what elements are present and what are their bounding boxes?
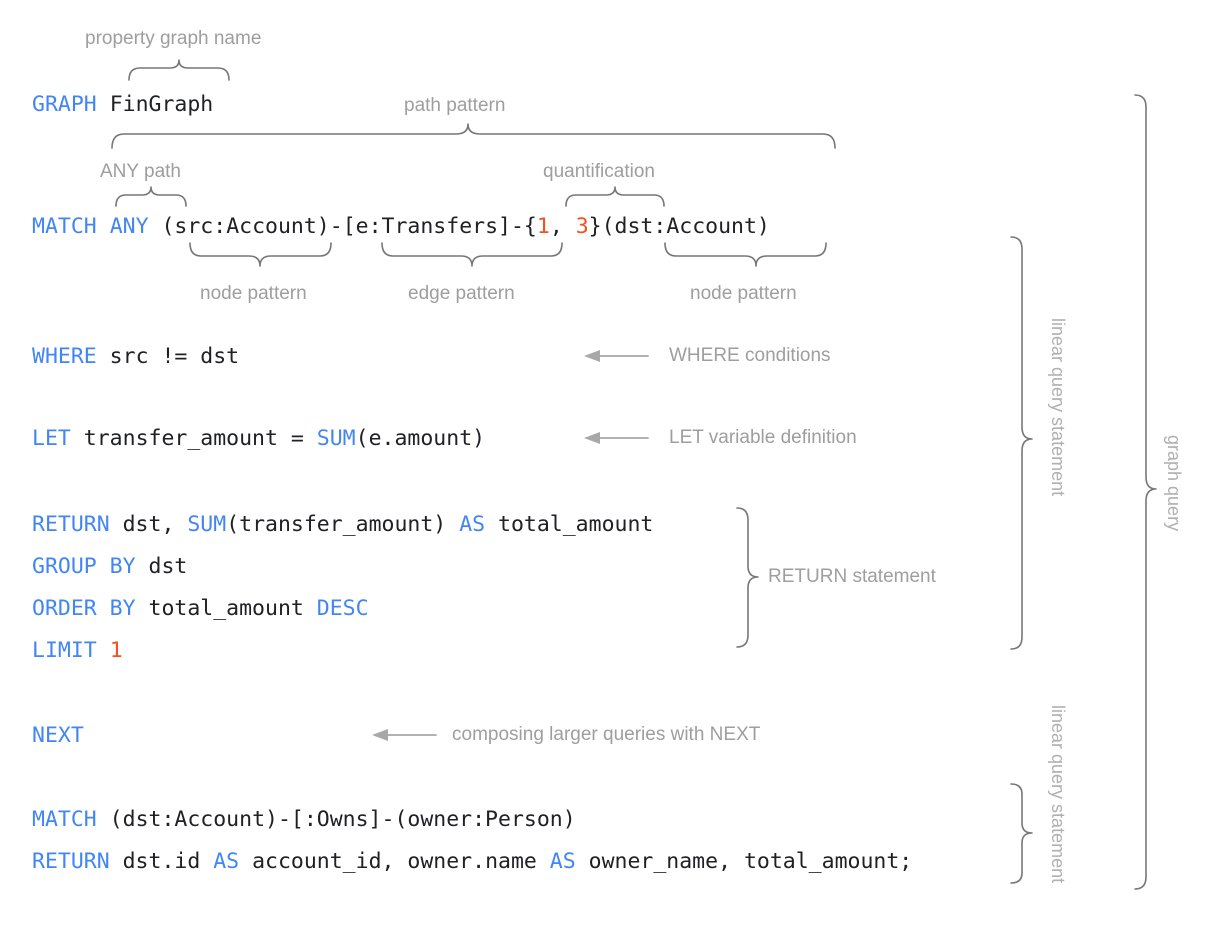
- code-line-where[interactable]: WHERE src != dst: [32, 343, 239, 371]
- code-text: dst: [135, 554, 188, 579]
- code-line-match-owns[interactable]: MATCH (dst:Account)-[:Owns]-(owner:Perso…: [32, 806, 576, 834]
- code-keyword: SUM: [187, 512, 227, 537]
- brace-property-graph-name: [128, 59, 230, 81]
- code-keyword: ANY: [109, 214, 149, 239]
- brace-linear-query-statement-1: [1010, 236, 1033, 650]
- code-number: 1: [109, 638, 123, 663]
- code-text: (dst:Account)-[:Owns]-(owner:Person): [96, 807, 576, 832]
- code-text: total_amount: [485, 512, 654, 537]
- brace-linear-query-statement-2: [1010, 783, 1033, 884]
- code-line-limit[interactable]: LIMIT 1: [32, 637, 123, 665]
- label-path-pattern: path pattern: [404, 95, 506, 116]
- code-keyword: RETURN: [32, 849, 110, 874]
- code-text: transfer_amount =: [70, 426, 317, 451]
- code-keyword: GRAPH: [32, 92, 97, 117]
- code-text: dst.id: [109, 849, 214, 874]
- brace-edge-pattern: [381, 242, 563, 267]
- code-keyword: LIMIT: [32, 638, 97, 663]
- code-keyword: NEXT: [32, 723, 84, 748]
- label-node-pattern-left: node pattern: [200, 283, 307, 304]
- code-keyword: MATCH: [32, 214, 97, 239]
- arrow-let-variable-definition: [584, 432, 649, 444]
- label-linear-query-statement-2: linear query statement: [1048, 705, 1068, 884]
- code-line-match[interactable]: MATCH ANY (src:Account)-[e:Transfers]-{1…: [32, 213, 770, 241]
- code-keyword: SUM: [316, 426, 356, 451]
- code-keyword: GROUP BY: [32, 554, 136, 579]
- code-text: [97, 214, 110, 239]
- arrow-composing-with-next: [372, 729, 437, 741]
- code-number: 1: [536, 214, 550, 239]
- code-keyword: AS: [459, 512, 486, 537]
- code-line-group-by[interactable]: GROUP BY dst: [32, 553, 187, 581]
- code-keyword: WHERE: [32, 344, 97, 369]
- label-quantification: quantification: [543, 161, 655, 182]
- code-text: [97, 92, 110, 117]
- label-where-conditions: WHERE conditions: [669, 345, 831, 366]
- label-edge-pattern: edge pattern: [408, 283, 515, 304]
- code-text: owner_name, total_amount;: [575, 849, 913, 874]
- code-keyword: AS: [549, 849, 576, 874]
- code-text: src != dst: [96, 344, 240, 369]
- code-keyword: LET: [32, 426, 71, 451]
- code-number: 3: [575, 214, 589, 239]
- code-text: [97, 638, 110, 663]
- code-line-next[interactable]: NEXT: [32, 722, 84, 750]
- label-graph-query: graph query: [1164, 435, 1184, 532]
- code-keyword: RETURN: [32, 512, 110, 537]
- code-keyword: MATCH: [32, 807, 97, 832]
- label-composing-with-next: composing larger queries with NEXT: [452, 724, 761, 745]
- code-text: (src:Account)-[e:Transfers]-{: [148, 214, 537, 239]
- code-text: }(dst:Account): [588, 214, 770, 239]
- label-return-statement: RETURN statement: [768, 566, 936, 587]
- label-let-variable-definition: LET variable definition: [669, 427, 857, 448]
- arrow-where-conditions: [584, 350, 649, 362]
- brace-quantification: [565, 186, 665, 207]
- brace-node-pattern-left: [189, 242, 332, 267]
- code-keyword: AS: [213, 849, 240, 874]
- brace-path-pattern: [111, 123, 836, 149]
- code-line-let[interactable]: LET transfer_amount = SUM(e.amount): [32, 425, 485, 453]
- code-keyword: ORDER BY: [32, 596, 136, 621]
- code-text: total_amount: [135, 596, 317, 621]
- label-node-pattern-right: node pattern: [690, 283, 797, 304]
- brace-return-statement: [736, 507, 759, 648]
- label-any-path: ANY path: [100, 161, 181, 182]
- code-text: FinGraph: [109, 92, 214, 117]
- code-line-return[interactable]: RETURN dst, SUM(transfer_amount) AS tota…: [32, 511, 653, 539]
- code-text: dst,: [109, 512, 188, 537]
- code-text: account_id, owner.name: [239, 849, 550, 874]
- code-line-order-by[interactable]: ORDER BY total_amount DESC: [32, 595, 369, 623]
- label-linear-query-statement-1: linear query statement: [1048, 318, 1068, 497]
- code-text: (e.amount): [355, 426, 486, 451]
- code-line-graph[interactable]: GRAPH FinGraph: [32, 91, 213, 119]
- label-property-graph-name: property graph name: [85, 28, 262, 49]
- code-keyword: DESC: [316, 596, 369, 621]
- code-line-return-final[interactable]: RETURN dst.id AS account_id, owner.name …: [32, 848, 912, 876]
- code-text: (transfer_amount): [226, 512, 460, 537]
- code-text: ,: [549, 214, 576, 239]
- brace-node-pattern-right: [664, 242, 827, 267]
- brace-graph-query: [1134, 94, 1157, 890]
- brace-any-path: [115, 186, 187, 207]
